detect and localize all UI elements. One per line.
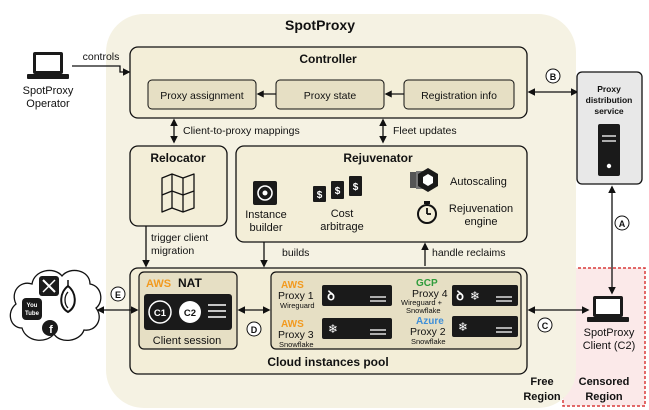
mappings-label: Client-to-proxy mappings — [183, 125, 300, 137]
svg-text:You: You — [27, 303, 38, 309]
youtube-icon: You Tube — [22, 298, 42, 320]
proxy1-protocol: Wireguard — [280, 301, 315, 310]
marker-e-label: E — [115, 290, 121, 300]
free-region-label-2: Region — [523, 391, 561, 403]
censored-region — [562, 267, 646, 407]
wireguard-icon: ꝺ — [327, 289, 335, 304]
proxy4-provider: GCP — [416, 278, 438, 289]
proxy2-name: Proxy 2 — [410, 326, 446, 338]
snowflake-icon: ❄ — [458, 320, 468, 334]
menu-lines-icon — [208, 304, 226, 318]
svg-text:$: $ — [353, 182, 359, 193]
snowflake-icon: ❄ — [328, 322, 338, 336]
client-c2-label: C2 — [184, 308, 196, 319]
relocator-title: Relocator — [150, 151, 206, 165]
autoscaling-icon — [410, 168, 438, 192]
proxy3-protocol: Snowflake — [279, 340, 314, 349]
relocator-box — [129, 145, 228, 227]
proxy-assignment-label: Proxy assignment — [160, 90, 244, 102]
laptop-icon — [27, 52, 69, 79]
trigger-label-2: migration — [151, 245, 194, 257]
registration-info-label: Registration info — [421, 90, 497, 102]
cloud-icon — [9, 269, 102, 341]
server-lines-icon — [496, 296, 512, 302]
server-icon — [598, 124, 620, 176]
instance-builder-icon — [253, 181, 277, 205]
svg-text:$: $ — [335, 186, 341, 197]
client-c1-label: C1 — [154, 308, 167, 319]
proxy-state-label: Proxy state — [304, 90, 357, 102]
proxy1-name: Proxy 1 — [278, 290, 314, 302]
rejuvenation-engine-label: Rejuvenation — [449, 203, 513, 215]
proxy2-protocol: Snowflake — [411, 337, 446, 346]
svg-text:f: f — [49, 324, 53, 336]
proxy4-protocol-2: Snowflake — [406, 306, 441, 315]
client-c2 — [179, 301, 201, 323]
proxy3-name: Proxy 3 — [278, 329, 314, 341]
marker-a-label: A — [619, 219, 626, 229]
rejuvenator-box — [235, 145, 528, 243]
marker-b — [545, 68, 561, 84]
dollar-icon: $ $ $ — [313, 176, 362, 202]
controls-label: controls — [83, 51, 120, 63]
trigger-label: trigger client — [151, 232, 208, 244]
operator-label-2: Operator — [26, 98, 70, 110]
proxy3-provider: AWS — [281, 319, 304, 330]
nat-provider: AWS — [146, 278, 171, 290]
controller-title: Controller — [299, 52, 357, 66]
client-session-label: Client session — [153, 335, 221, 347]
proxy-assignment-box — [147, 79, 257, 110]
operator-label: SpotProxy — [23, 85, 74, 97]
x-logo-icon — [39, 276, 59, 296]
distribution-label-3: service — [594, 106, 624, 116]
proxy4-name: Proxy 4 — [412, 288, 448, 300]
marker-e — [110, 286, 126, 302]
autoscaling-label: Autoscaling — [450, 176, 507, 188]
svg-text:$: $ — [317, 190, 323, 201]
proxy4-protocol: Wireguard + — [401, 298, 443, 307]
server-lines-icon — [496, 327, 512, 333]
cost-arbitrage-label-2: arbitrage — [320, 221, 363, 233]
diagram-title: SpotProxy — [285, 17, 355, 33]
rejuvenator-title: Rejuvenator — [343, 151, 413, 165]
censored-region-label-2: Region — [585, 391, 623, 403]
marker-d — [246, 321, 262, 337]
snowflake-icon: ❄ — [470, 289, 480, 303]
cloud-pool-title: Cloud instances pool — [267, 355, 388, 369]
proxy2-provider: Azure — [416, 316, 444, 327]
tor-onion-icon — [60, 280, 76, 314]
builds-label: builds — [282, 247, 309, 259]
laptop-icon — [587, 296, 629, 322]
reclaims-label: handle reclaims — [432, 247, 506, 259]
rejuvenation-engine-label-2: engine — [464, 216, 497, 228]
client-c1 — [148, 300, 172, 324]
instance-builder-label: Instance — [245, 209, 287, 221]
server-lines-icon — [370, 329, 386, 335]
server-lines-icon — [370, 296, 386, 302]
marker-b-label: B — [550, 72, 557, 82]
controls-arrow — [72, 65, 131, 76]
facebook-icon: f — [42, 320, 58, 336]
fleet-label: Fleet updates — [393, 125, 457, 137]
cost-arbitrage-label: Cost — [331, 208, 354, 220]
instance-builder-label-2: builder — [249, 222, 282, 234]
marker-a — [614, 215, 630, 231]
distribution-label-2: distribution — [586, 95, 633, 105]
wireguard-icon: ꝺ — [456, 289, 464, 304]
nat-label: NAT — [178, 276, 202, 290]
client-label-2: Client (C2) — [583, 340, 636, 352]
marker-d-label: D — [251, 325, 258, 335]
marker-c — [537, 317, 553, 333]
svg-text:Tube: Tube — [25, 311, 40, 317]
free-region-label: Free — [530, 376, 553, 388]
proxy1-provider: AWS — [281, 280, 304, 291]
censored-region-label: Censored — [579, 376, 630, 388]
client-label: SpotProxy — [584, 327, 635, 339]
stopwatch-icon — [417, 201, 437, 224]
marker-c-label: C — [542, 321, 549, 331]
map-icon — [161, 173, 195, 213]
distribution-label: Proxy — [597, 84, 621, 94]
